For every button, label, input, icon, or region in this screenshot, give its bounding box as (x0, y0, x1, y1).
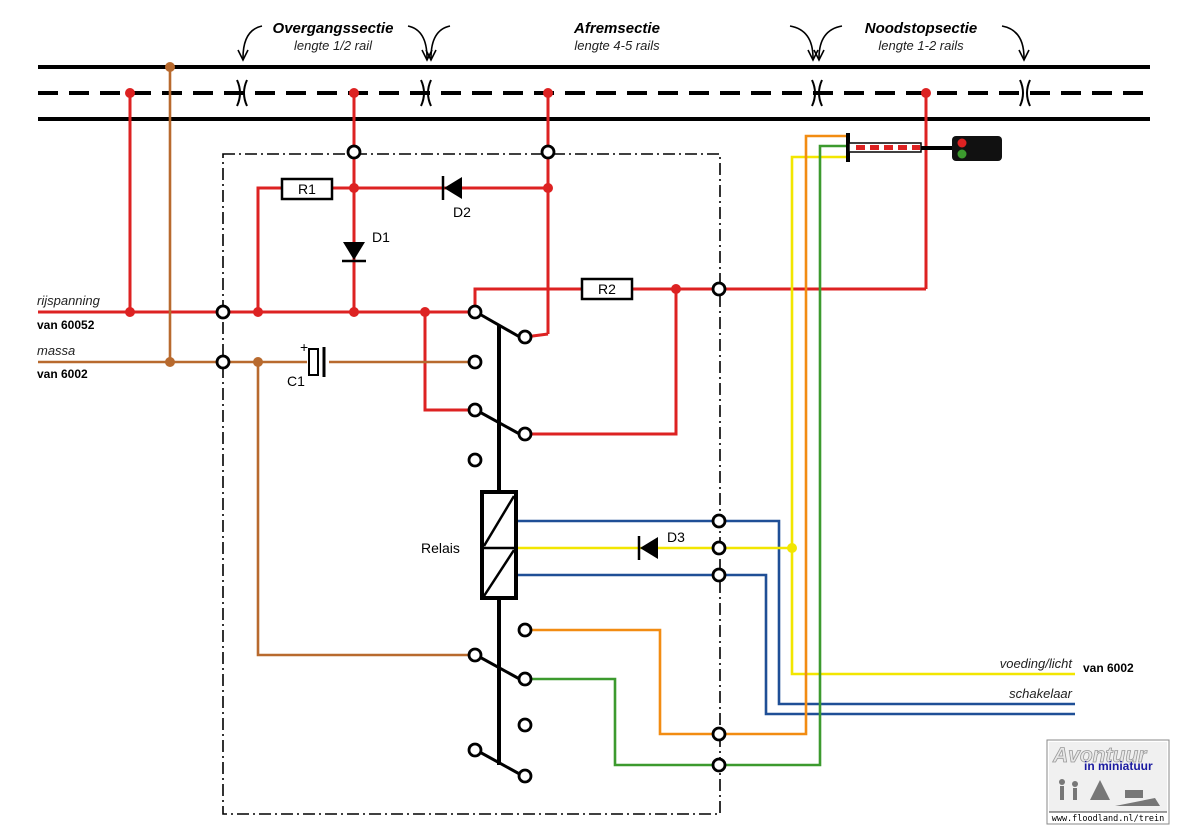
section-title-transition: Overgangssectie (273, 20, 394, 37)
insulator-4 (1019, 79, 1031, 107)
arrow-braking-left (430, 25, 451, 59)
d2-label: D2 (453, 204, 471, 220)
junction-dots (125, 62, 931, 553)
logo-url: www.floodland.nl/trein (1052, 814, 1165, 824)
rail-insulators (236, 79, 1031, 107)
c1-plus-label: + (300, 339, 308, 355)
terminals (215, 144, 727, 784)
signal-green-lamp (957, 149, 967, 159)
green-wire (525, 144, 848, 767)
section-length-emergency: lengte 1-2 rails (878, 38, 964, 53)
arrow-emergency-right (1001, 25, 1025, 59)
r2-label: R2 (598, 281, 616, 297)
d3-label: D3 (667, 529, 685, 545)
section-length-braking: lengte 4-5 rails (574, 38, 660, 53)
relay-switch-blades (475, 310, 526, 779)
section-title-emergency: Noodstopsectie (865, 20, 978, 37)
input-ground-label: massa (37, 343, 75, 358)
signal-red-lamp (957, 138, 967, 148)
resistor-r2 (580, 277, 634, 301)
signal (846, 133, 1002, 162)
d1-label: D1 (372, 229, 390, 245)
insulator-3 (811, 79, 823, 107)
capacitor-c1 (308, 347, 326, 377)
module-enclosure (222, 153, 721, 815)
switch-wiring (516, 519, 1075, 716)
diode-d2 (441, 176, 462, 200)
arrow-braking-right (789, 25, 814, 59)
arrow-emergency-left (818, 25, 843, 59)
output-power-light-source: van 6002 (1083, 661, 1134, 675)
output-power-light-label: voeding/licht (1000, 656, 1074, 671)
output-switch-label: schakelaar (1009, 686, 1073, 701)
c1-label: C1 (287, 373, 305, 389)
relay (480, 325, 518, 765)
power-light-wiring (516, 155, 1075, 676)
insulator-1 (236, 79, 248, 107)
arrow-transition-right (407, 25, 428, 59)
relay-label: Relais (421, 540, 460, 556)
input-drive-voltage-label: rijspanning (37, 293, 101, 308)
section-title-braking: Afremsectie (573, 20, 660, 37)
logo-subtitle: in miniatuur (1084, 759, 1153, 773)
logo-title: Avontuur (1052, 744, 1148, 767)
orange-wire (525, 134, 848, 736)
diode-d3 (637, 536, 658, 560)
relay-coil (480, 490, 518, 600)
arrow-transition-left (242, 25, 263, 59)
track (38, 65, 1150, 121)
resistor-r1 (280, 177, 334, 201)
r1-label: R1 (298, 181, 316, 197)
input-ground-source: van 6002 (37, 367, 88, 381)
input-drive-voltage-source: van 60052 (37, 318, 95, 332)
logo: Avontuur in miniatuur www.floodland.nl/t… (1046, 739, 1170, 825)
diode-d1 (342, 242, 366, 263)
signal-wiring (525, 134, 848, 767)
section-arrows (237, 25, 1030, 62)
insulator-2 (420, 79, 432, 107)
section-length-transition: lengte 1/2 rail (294, 38, 373, 53)
logo-figures-icon (1059, 779, 1160, 806)
